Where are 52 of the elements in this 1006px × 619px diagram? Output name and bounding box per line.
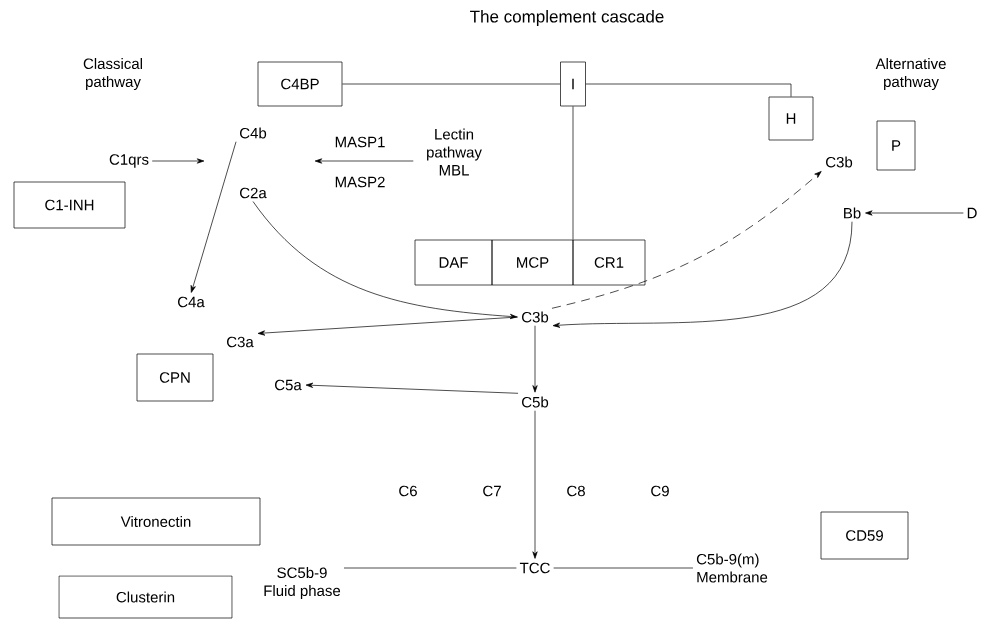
pathway-label: Alternative pathway (875, 58, 946, 90)
arrow (532, 325, 538, 393)
enzyme-label: MASP1 (335, 136, 385, 148)
protein-box: P (876, 120, 916, 171)
protein-box: DAF (414, 239, 493, 286)
component-text: TCC (519, 562, 550, 574)
protein-box: Vitronectin (51, 497, 261, 546)
enzyme-label: MASP2 (335, 176, 385, 188)
arrow (532, 410, 538, 559)
component-text: Bb (844, 207, 861, 219)
component-text: C2a (240, 187, 267, 199)
protein-box: CD59 (820, 511, 909, 560)
pathway-label: Classical pathway (83, 58, 142, 90)
component-text: Lectin pathway MBL (427, 128, 482, 176)
connector-line (553, 567, 694, 569)
arrow (151, 158, 205, 164)
component-text: D (967, 207, 977, 219)
dashed-arrow (551, 171, 822, 309)
connector-line (342, 83, 561, 85)
protein-box: I (560, 61, 586, 107)
component-label: C7 (483, 485, 501, 497)
component-text: C5b-9(m) Membrane (696, 553, 768, 583)
component-text: C1qrs (109, 154, 149, 168)
connector-line (572, 106, 574, 240)
arrow (305, 382, 519, 394)
protein-box: C1-INH (13, 181, 126, 229)
title: The complement cascade (470, 10, 664, 26)
component-label: C8 (567, 485, 585, 497)
protein-box: C4BP (257, 61, 343, 107)
protein-box: H (768, 96, 814, 141)
protein-box: MCP (491, 239, 574, 286)
component-text: C3a (227, 336, 254, 348)
connector-line (585, 83, 792, 97)
component-text: SC5b-9 Fluid phase (264, 567, 341, 599)
component-text: C3b (522, 311, 549, 323)
arrow (257, 316, 519, 336)
arrow (314, 158, 414, 164)
arrow (190, 141, 237, 293)
component-text: C5a (275, 379, 302, 391)
protein-box: CR1 (572, 239, 646, 286)
protein-box: Clusterin (58, 575, 233, 619)
component-text: C4b (240, 127, 267, 139)
arrow (865, 210, 964, 216)
component-text: C4a (178, 296, 205, 308)
connector-line (343, 567, 517, 569)
component-label: C6 (399, 485, 417, 497)
arrow (552, 221, 853, 328)
component-label: C9 (651, 485, 669, 497)
component-text: C5b (522, 396, 549, 408)
arrow (252, 201, 518, 320)
component-text: C3b (826, 156, 853, 168)
protein-box: CPN (136, 353, 214, 402)
